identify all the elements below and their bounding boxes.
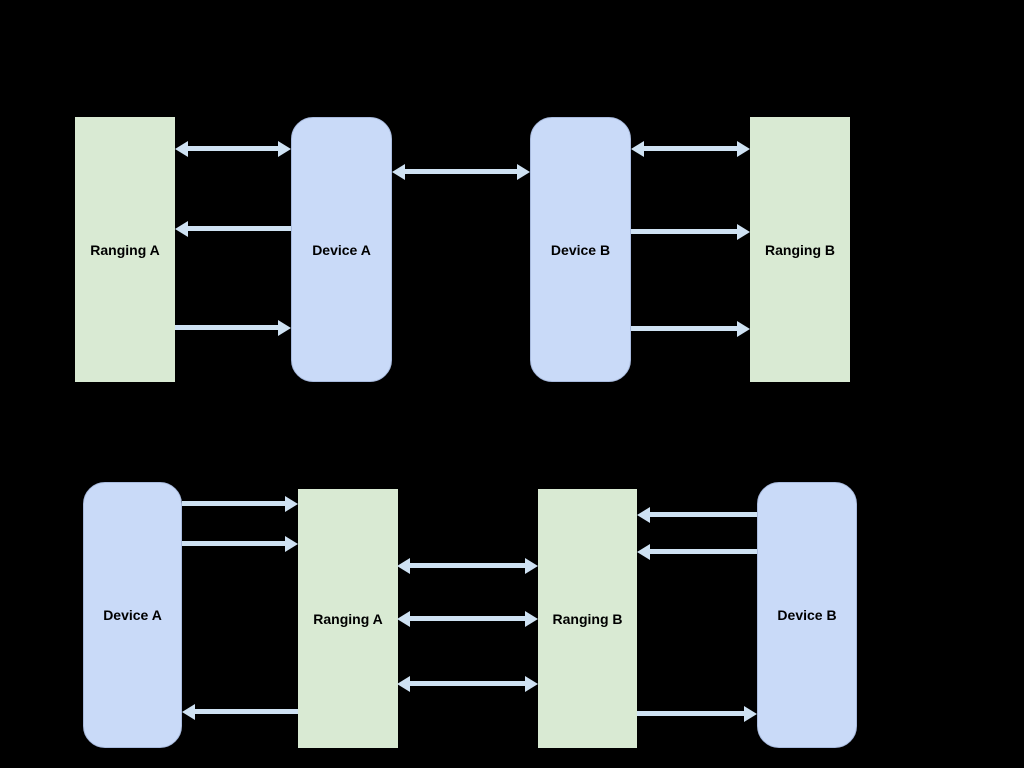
- top-node-device-a: Device A: [291, 117, 392, 382]
- top-arrow-ranging-a-device-a-bidirectional: [175, 140, 291, 157]
- bottom-node-device-a-label: Device A: [103, 607, 162, 623]
- bottom-node-ranging-a-label: Ranging A: [313, 610, 383, 627]
- bottom-arrow-ranging-a-to-device-a: [182, 703, 298, 720]
- top-node-ranging-b: Ranging B: [750, 117, 850, 382]
- bottom-arrow-device-a-to-ranging-a-2: [182, 535, 298, 552]
- bottom-arrow-device-a-to-ranging-a-1: [182, 495, 298, 512]
- top-arrow-device-b-ranging-b-bidirectional: [631, 140, 750, 157]
- bottom-arrow-ranging-a-ranging-b-bidirectional-2: [397, 610, 538, 627]
- top-arrow-device-a-to-ranging-a: [175, 220, 291, 237]
- bottom-arrow-device-b-to-ranging-b-2: [637, 543, 757, 560]
- bottom-node-ranging-b-label: Ranging B: [552, 610, 623, 627]
- bottom-node-device-a: Device A: [83, 482, 182, 748]
- bottom-node-ranging-a: Ranging A: [298, 489, 398, 748]
- top-node-ranging-a: Ranging A: [75, 117, 175, 382]
- bottom-arrow-ranging-b-to-device-b: [637, 705, 757, 722]
- top-arrow-device-b-to-ranging-b-bottom: [631, 320, 750, 337]
- bottom-arrow-device-b-to-ranging-b-1: [637, 506, 757, 523]
- top-node-ranging-b-label: Ranging B: [765, 241, 835, 258]
- top-node-ranging-a-label: Ranging A: [90, 241, 160, 258]
- bottom-node-ranging-b: Ranging B: [538, 489, 637, 748]
- bottom-arrow-ranging-a-ranging-b-bidirectional-1: [397, 557, 538, 574]
- bottom-node-device-b-label: Device B: [777, 607, 837, 623]
- top-node-device-b-label: Device B: [550, 241, 611, 258]
- top-arrow-device-b-to-ranging-b-middle: [631, 223, 750, 240]
- bottom-node-device-b: Device B: [757, 482, 857, 748]
- top-arrow-device-a-device-b-bidirectional: [392, 163, 530, 180]
- top-node-device-a-label: Device A: [312, 241, 371, 258]
- top-arrow-ranging-a-to-device-a: [175, 319, 291, 336]
- top-node-device-b: Device B: [530, 117, 631, 382]
- bottom-arrow-ranging-a-ranging-b-bidirectional-3: [397, 675, 538, 692]
